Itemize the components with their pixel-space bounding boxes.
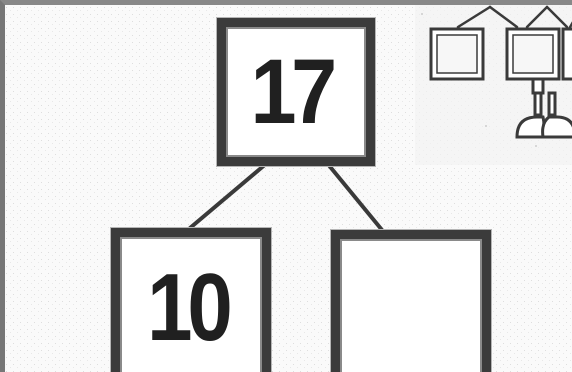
whole-box: 17 — [217, 18, 375, 166]
robot-right — [505, 27, 572, 139]
connector-lines — [188, 161, 384, 232]
part-number-left: 10 — [146, 254, 233, 361]
part-box-left: 10 — [111, 228, 271, 372]
connector-left — [188, 161, 269, 230]
part-box-right-empty — [331, 230, 491, 372]
robot-figures-illustration — [415, 5, 572, 165]
whole-number: 17 — [250, 41, 337, 143]
robot-left — [429, 27, 485, 81]
connector-right — [325, 161, 384, 232]
